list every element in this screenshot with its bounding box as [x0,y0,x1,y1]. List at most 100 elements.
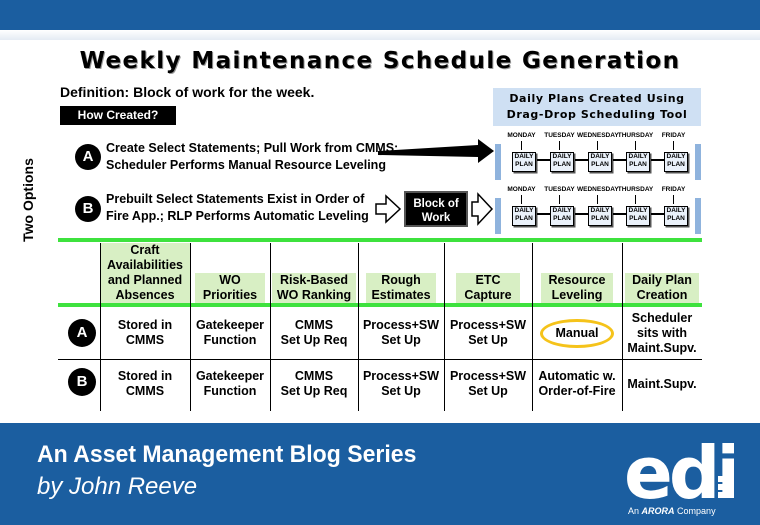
header-leveling-text: Resource Leveling [541,273,613,303]
plan-link-arrow [537,213,551,215]
day-label: THURSDAY [617,186,654,193]
daily-plans-header-line2: Drag-Drop Scheduling Tool [506,108,688,121]
cell-line: Function [203,384,257,398]
day-label: WEDNESDAY [577,186,619,193]
daily-plans-header-line1: Daily Plans Created Using [509,92,685,105]
cell-line: CMMS [294,318,334,332]
day-tick [559,195,560,204]
top-banner [0,0,760,35]
daily-plan-line1: DAILY [552,153,572,160]
cell-line: Set Up [468,333,508,347]
daily-plan-line2: PLAN [515,215,533,222]
logo-wordmark: edi [624,432,734,506]
option-b-arrow-2 [471,192,494,226]
table-header-daily-plan: Daily Plan Creation [622,243,702,303]
day-tick [673,195,674,204]
edi-logo-icon: edi [624,432,734,506]
day-tick [635,195,636,204]
row-b-badge: B [68,368,96,396]
cell-line: Set Up [468,384,508,398]
option-b-text: Prebuilt Select Statements Exist in Orde… [106,191,369,225]
manual-highlight-oval: Manual [540,318,614,348]
grid-line [100,243,101,411]
option-a-text: Create Select Statements; Pull Work from… [106,140,398,174]
option-a-line1: Create Select Statements; Pull Work from… [106,141,399,155]
divider-top [58,238,702,242]
plan-link-arrow [575,159,589,161]
row-a-badge: A [68,319,96,347]
header-craft-text: Craft Availabilities and Planned Absence… [100,243,190,303]
cell-line: Stored in [117,369,173,383]
week-edge-left [495,144,501,180]
daily-plan-line1: DAILY [628,207,648,214]
table-cell-manual: Manual [532,307,622,359]
logo-sub-prefix: An [628,506,640,516]
divider-header [58,303,702,307]
plan-link-arrow [613,159,627,161]
cell-line: Set Up [381,333,421,347]
block-of-work-box: Block of Work [404,191,468,227]
blog-series-title: An Asset Management Blog Series [37,441,417,468]
header-line: Craft [130,243,160,257]
daily-plan-line2: PLAN [629,215,647,222]
plan-link-arrow [575,213,589,215]
cell-line: Function [203,333,257,347]
table-cell: Automatic w.Order-of-Fire [532,360,622,408]
cell-line: Set Up Req [280,384,348,398]
header-line: Rough [381,273,421,287]
daily-plan-line2: PLAN [515,161,533,168]
cell-line: Gatekeeper [195,318,265,332]
grid-line [532,243,533,411]
table-header-etc: ETC Capture [444,243,532,303]
how-created-label: How Created? [60,106,176,125]
daily-plan-line1: DAILY [552,207,572,214]
cell-line: Stored in [117,318,173,332]
cell-line: Gatekeeper [195,369,265,383]
block-of-work-line2: Work [421,212,451,224]
daily-plan-line2: PLAN [629,161,647,168]
header-ranking-text: Risk-Based WO Ranking [272,273,356,303]
daily-plan-line1: DAILY [628,153,648,160]
top-banner-fade [0,30,760,40]
day-label: TUESDAY [544,132,575,139]
cell-line: Maint.Supv. [627,340,697,355]
table-header-leveling: Resource Leveling [532,243,622,303]
header-line: Leveling [551,288,603,302]
header-line: Creation [636,288,688,302]
day-label: FRIDAY [661,132,686,139]
option-a-badge: A [75,144,101,170]
day-label: THURSDAY [617,132,654,139]
page-title: Weekly Maintenance Schedule Generation [79,48,681,74]
table-header-ranking: Risk-Based WO Ranking [270,243,358,303]
day-tick [521,141,522,150]
footer-banner [0,423,760,525]
daily-plan-line1: DAILY [666,207,686,214]
plan-link-arrow [651,213,665,215]
daily-plan-line1: DAILY [590,207,610,214]
header-estimates-text: Rough Estimates [366,273,436,303]
header-daily-plan-text: Daily Plan Creation [625,273,699,303]
option-b-badge: B [75,196,101,222]
header-line: Resource [548,273,606,287]
daily-plan-line2: PLAN [667,161,685,168]
header-etc-text: ETC Capture [456,273,520,303]
day-label: MONDAY [507,186,536,193]
cell-line: Process+SW [362,318,440,332]
grid-line [270,243,271,411]
cell-line: Automatic w. [538,369,616,383]
daily-plans-header: Daily Plans Created Using Drag-Drop Sche… [493,88,701,126]
grid-line [190,243,191,411]
header-line: WO Ranking [276,288,352,302]
option-b-line2: Fire App.; RLP Performs Automatic Leveli… [106,209,369,223]
daily-plan-line2: PLAN [553,161,571,168]
header-line: Availabilities [107,258,183,272]
cell-line: Process+SW [449,318,527,332]
daily-plan-line1: DAILY [590,153,610,160]
